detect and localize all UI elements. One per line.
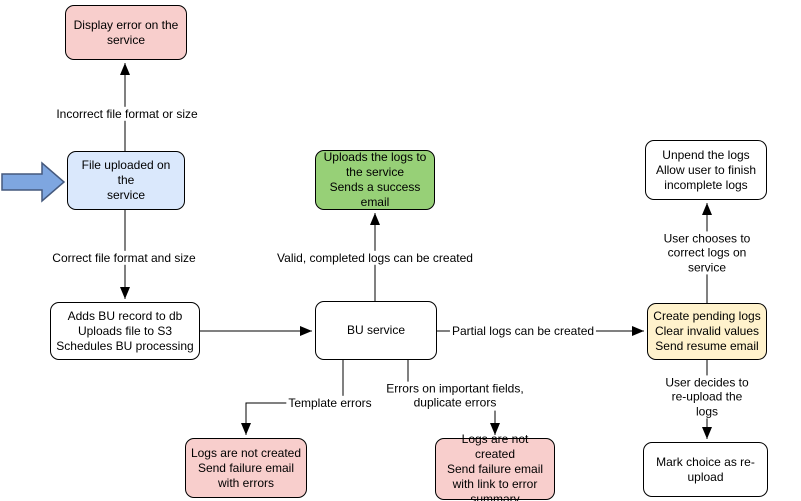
node-unpend-logs: Unpend the logs Allow user to finish inc… [645, 140, 767, 200]
node-logs-not-created-summary: Logs are not created Send failure email … [435, 432, 555, 501]
edge-label-template-errors: Template errors [286, 395, 374, 411]
node-logs-not-created-errors: Logs are not created Send failure email … [185, 438, 307, 498]
edge-label-partial-logs: Partial logs can be created [449, 323, 597, 339]
node-uploads-logs: Uploads the logs to the service Sends a … [315, 150, 435, 210]
node-mark-choice-reupload: Mark choice as re- upload [643, 442, 768, 497]
node-bu-service: BU service [315, 301, 437, 360]
edge-label-user-reuploads: User decides to re-upload the logs [660, 375, 754, 419]
node-create-pending-logs: Create pending logs Clear invalid values… [647, 303, 767, 360]
edge-label-user-corrects: User chooses to correct logs on service [660, 231, 754, 275]
edge-label-incorrect-format: Incorrect file format or size [54, 106, 200, 122]
node-file-uploaded: File uploaded on the service [67, 151, 185, 210]
edge-label-correct-format: Correct file format and size [50, 250, 198, 266]
node-display-error: Display error on the service [65, 5, 187, 60]
edge-label-valid-logs: Valid, completed logs can be created [275, 250, 475, 266]
edge-label-field-errors: Errors on important fields, duplicate er… [384, 381, 526, 411]
entry-arrow-icon [1, 161, 66, 203]
node-adds-bu-record: Adds BU record to db Uploads file to S3 … [50, 302, 200, 360]
